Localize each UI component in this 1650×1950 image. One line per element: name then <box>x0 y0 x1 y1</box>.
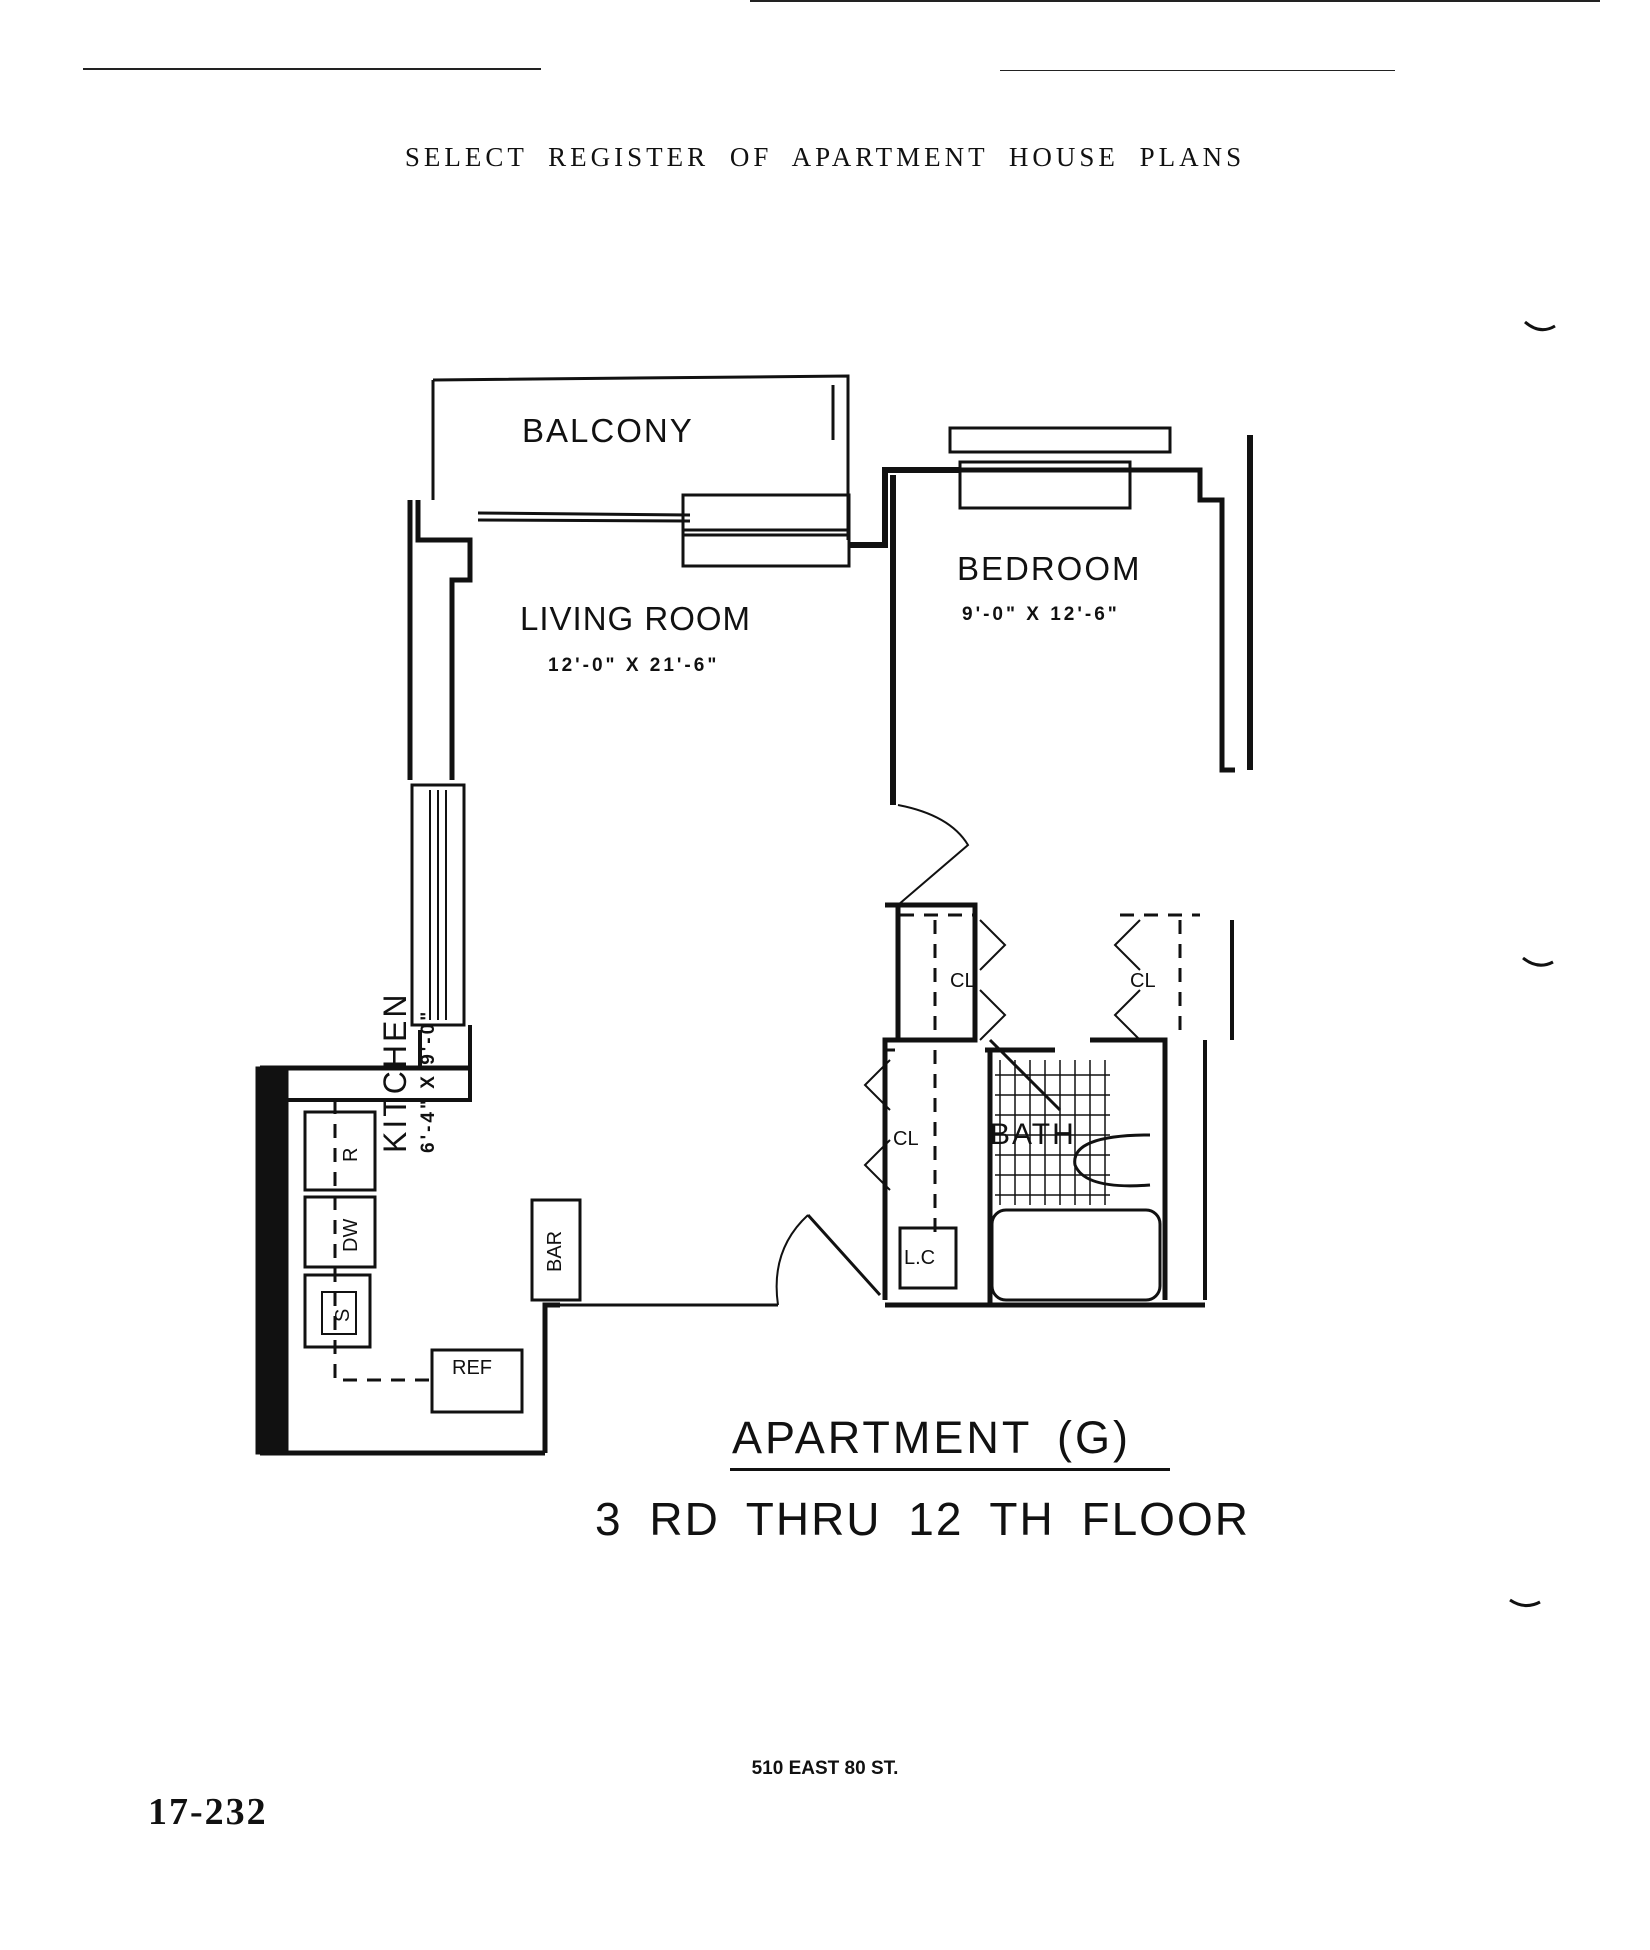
fridge-small-box <box>303 1110 377 1192</box>
balcony-outline <box>431 374 850 540</box>
linen-closet-box <box>898 1226 958 1290</box>
bedroom-window-frame <box>948 426 1172 454</box>
closet-right <box>1120 913 1200 1030</box>
bedroom-dimensions: 9'-0" X 12'-6" <box>962 604 1120 625</box>
closet-bedroom-right-label: CL <box>1130 970 1156 992</box>
balcony-door <box>681 493 851 537</box>
page-number: 17-232 <box>148 1791 268 1833</box>
floors-subtitle: 3 RD THRU 12 TH FLOOR <box>595 1493 1250 1545</box>
living-room-label: LIVING ROOM <box>520 600 752 637</box>
top-rule-right <box>1000 70 1395 71</box>
closet-bedroom-left-label: CL <box>950 970 976 992</box>
apartment-title: APARTMENT (G) <box>732 1412 1132 1463</box>
balcony-label: BALCONY <box>522 412 694 449</box>
refrigerator-label: REF <box>452 1357 492 1379</box>
living-lower-wall <box>260 1025 472 1102</box>
bath-walls <box>985 1037 1168 1305</box>
linen-closet-label: L.C <box>904 1247 936 1269</box>
bathtub <box>990 1208 1162 1302</box>
ref-box <box>430 1348 524 1414</box>
bedroom-door-swing <box>897 804 970 906</box>
living-window <box>410 783 466 1027</box>
bath-door-swing <box>988 1038 1062 1112</box>
bar-box <box>530 1198 582 1302</box>
entry-door-swing <box>775 1214 809 1306</box>
hall-closet <box>885 1048 937 1240</box>
address: 510 EAST 80 ST. <box>751 1758 899 1779</box>
living-room-left-wall <box>407 500 473 780</box>
apartment-title-underline <box>730 1468 1170 1471</box>
living-room-dimensions: 12'-0" X 21'-6" <box>548 655 720 676</box>
bedroom-window <box>958 460 1132 510</box>
closet-left <box>900 913 975 1040</box>
toilet <box>1073 1133 1151 1188</box>
bedroom-label: BEDROOM <box>957 550 1142 587</box>
bath-tile-grid <box>995 1060 1110 1205</box>
page-header: SELECT REGISTER OF APARTMENT HOUSE PLANS <box>404 142 1246 172</box>
balcony-front-wall <box>477 511 691 523</box>
closet-hall-label: CL <box>893 1128 919 1150</box>
bath-label: BATH <box>990 1118 1076 1151</box>
top-rule-left <box>83 68 541 70</box>
top-edge-rule <box>750 0 1600 2</box>
dishwasher-box <box>303 1195 377 1269</box>
sink-box <box>303 1273 372 1349</box>
bedroom-top-wall <box>898 467 1235 773</box>
